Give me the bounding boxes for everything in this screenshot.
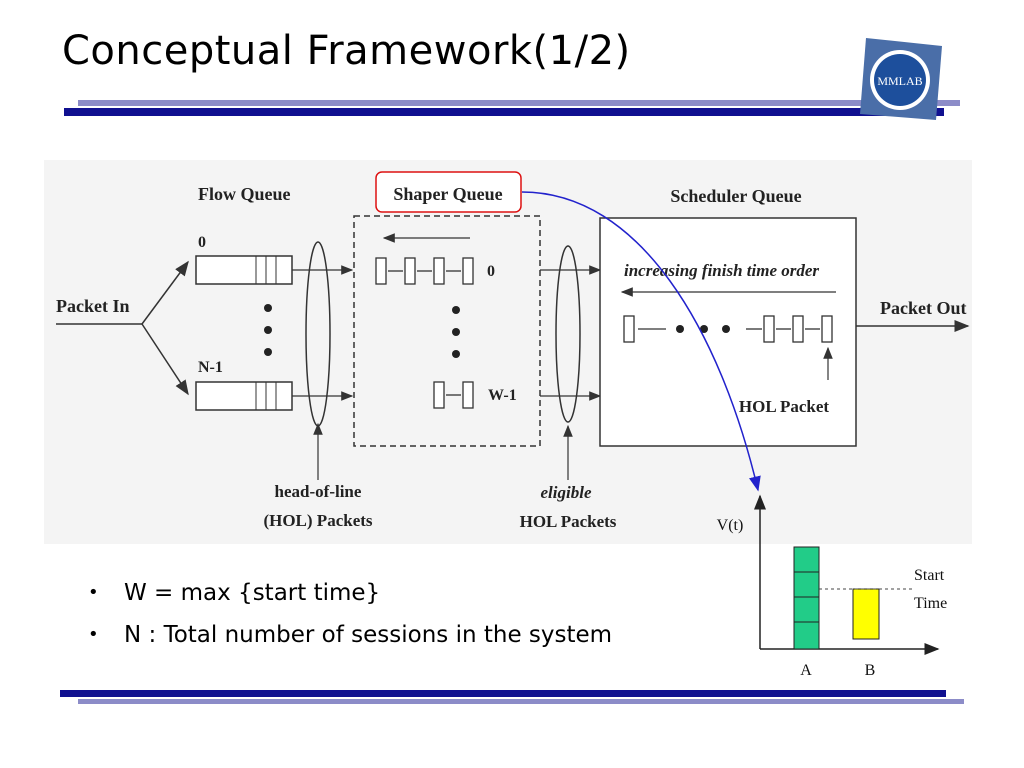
ellipsis-dot	[452, 328, 460, 336]
scheduler-order-label: increasing finish time order	[624, 261, 819, 280]
shaper-queue-label-last: W-1	[488, 387, 517, 404]
ellipsis-dot	[700, 325, 708, 333]
flow-queue-label-last: N-1	[198, 359, 223, 376]
title-divider-dark	[64, 108, 944, 116]
shaper-queue-highlight	[375, 171, 522, 213]
bullet-list: • W = max {start time} • N : Total number …	[88, 572, 612, 656]
ellipsis-dot	[452, 350, 460, 358]
bullet-item: • N : Total number of sessions in the sys…	[88, 614, 612, 656]
shaper-queue-top	[375, 257, 474, 285]
eligible-label-2: HOL Packets	[520, 512, 617, 531]
bullet-item: • W = max {start time}	[88, 572, 612, 614]
ellipsis-dot	[264, 304, 272, 312]
bar-a	[793, 546, 820, 650]
bullet-dot: •	[88, 582, 99, 603]
shaper-queue-label-first: 0	[487, 263, 495, 280]
ellipsis-dot	[264, 326, 272, 334]
flow-queue-top	[195, 255, 293, 285]
slide-title: Conceptual Framework(1/2)	[62, 28, 631, 74]
threshold-label-line2: Time	[914, 595, 947, 612]
flow-queue-label-first: 0	[198, 234, 206, 251]
ellipsis-dot	[676, 325, 684, 333]
bullet-dot: •	[88, 624, 99, 645]
footer-divider-dark	[60, 690, 946, 697]
hol-packets-label-1: head-of-line	[275, 482, 362, 501]
title-divider-light	[78, 100, 960, 106]
ellipsis-dot	[722, 325, 730, 333]
category-label-b: B	[865, 662, 876, 679]
shaper-queue-box	[353, 215, 541, 447]
bar-b	[852, 588, 880, 640]
threshold-label-line1: Start	[914, 567, 945, 584]
mmlab-logo: MMLAB	[860, 38, 942, 120]
scheduler-queue-title: Scheduler Queue	[670, 186, 801, 206]
shaper-queue-title: Shaper Queue	[393, 184, 502, 204]
eligible-label-1: eligible	[541, 483, 592, 502]
bullet-text: N : Total number of sessions in the syst…	[124, 622, 613, 648]
logo-text: MMLAB	[877, 74, 922, 88]
shaper-queue-bottom	[433, 381, 474, 409]
flow-queue-title: Flow Queue	[198, 184, 291, 204]
ellipsis-dot	[452, 306, 460, 314]
flow-queue-bottom	[195, 381, 293, 411]
packet-out-label: Packet Out	[880, 298, 966, 318]
packet-in-label: Packet In	[56, 296, 130, 316]
shaper-to-chart-pointer	[521, 191, 761, 492]
vt-inset-chart: V(t) Start Time A B	[717, 494, 947, 679]
eligible-ellipse	[555, 245, 581, 423]
footer-divider-light	[78, 699, 964, 704]
network-diagram: Packet In Flow Queue 0 N-1 head-of-line …	[44, 160, 972, 544]
bullet-text: W = max {start time}	[124, 580, 381, 606]
hol-packets-label-2: (HOL) Packets	[263, 511, 372, 530]
category-label-a: A	[800, 662, 812, 679]
hol-packet-label: HOL Packet	[739, 397, 830, 416]
y-axis-label: V(t)	[717, 517, 744, 534]
split-arrow-bottom	[141, 323, 189, 396]
ellipsis-dot	[264, 348, 272, 356]
scheduler-queue-row	[623, 315, 833, 343]
split-arrow-top	[141, 260, 189, 325]
